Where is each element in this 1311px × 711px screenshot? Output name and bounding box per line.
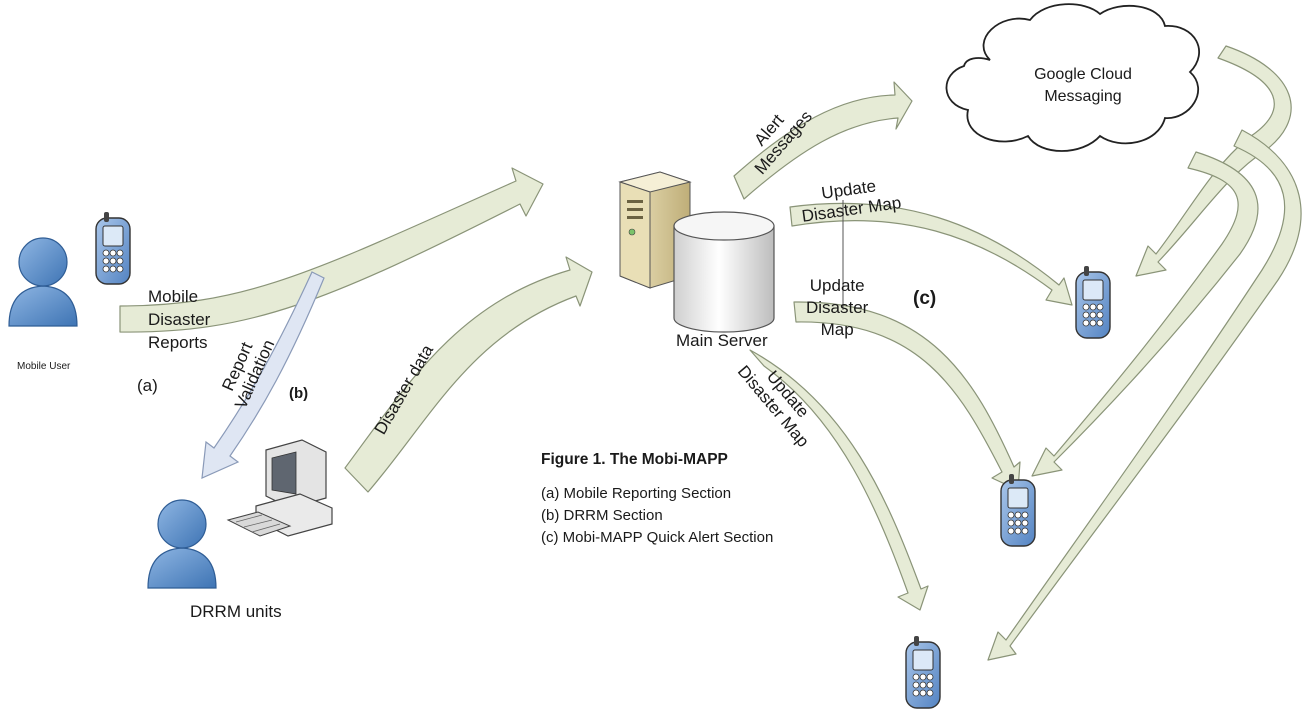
main-server-label: Main Server (676, 331, 768, 350)
desktop-computer-icon (226, 439, 333, 537)
figure-caption: Figure 1. The Mobi-MAPP (a) Mobile Repor… (541, 449, 773, 549)
drrm-units-label: DRRM units (190, 602, 282, 621)
mobile-reports-label: Mobile Disaster Reports (148, 287, 211, 352)
figure-title: Figure 1. The Mobi-MAPP (541, 451, 728, 468)
mobile-phone-icon-2 (1000, 473, 1036, 547)
caption-item-c: (c) Mobi-MAPP Quick Alert Section (541, 528, 774, 546)
mobile-user-label: Mobile User (17, 361, 71, 372)
arrow-report-validation (201, 271, 325, 479)
caption-item-b: (b) DRRM Section (541, 507, 663, 525)
update-map-label-2: Update Disaster Map (806, 276, 869, 340)
section-marker-b: (b) (289, 385, 309, 402)
drrm-user-icon (147, 499, 217, 589)
mobile-phone-icon-3 (905, 635, 941, 709)
arrow-gcm-push-2 (1031, 151, 1259, 477)
mobile-phone-icon-user (95, 211, 131, 285)
section-marker-c: (c) (913, 288, 937, 309)
arrow-mobile-reports (119, 167, 544, 333)
arrow-gcm-push-1 (1135, 45, 1292, 277)
arrow-alert-messages (733, 81, 913, 200)
arrow-gcm-push-3 (987, 129, 1302, 661)
mobile-phone-icon-1 (1075, 265, 1111, 339)
google-cloud-icon (945, 3, 1200, 152)
mobile-user-icon (8, 237, 78, 327)
google-cloud-label: Google Cloud Messaging (1034, 66, 1132, 106)
caption-item-a: (a) Mobile Reporting Section (541, 485, 732, 503)
arrow-update-map-3 (749, 349, 929, 611)
arrow-disaster-data (344, 256, 593, 493)
database-cylinder-icon (673, 211, 775, 333)
arrow-update-map-1 (789, 202, 1073, 306)
section-marker-a: (a) (137, 376, 158, 395)
